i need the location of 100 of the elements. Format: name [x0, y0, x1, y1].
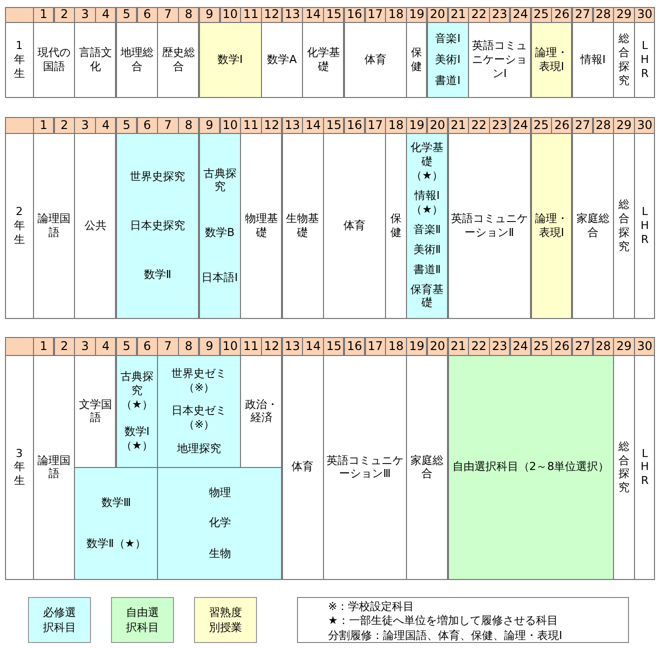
period-number: 9: [206, 118, 214, 133]
period-number: 26: [554, 338, 570, 354]
period-number: 16: [346, 118, 362, 133]
period-number: 8: [184, 338, 193, 354]
period-number: 26: [554, 118, 570, 133]
period-number: 27: [574, 338, 590, 354]
subject-name: 生物: [208, 546, 231, 561]
subject-name: 政治・経済: [244, 398, 279, 425]
subject-name: 物理基礎: [244, 212, 279, 240]
subject-name: 数学Ⅰ: [218, 52, 243, 67]
subject-name: 論理・表現Ⅰ: [534, 212, 569, 240]
period-number: 7: [164, 338, 172, 354]
subject-name: LHR: [640, 446, 650, 488]
grade-label: 2年生: [14, 205, 25, 246]
period-number: 28: [596, 7, 611, 22]
period-number: 1: [40, 7, 48, 22]
period-number: 14: [305, 7, 321, 22]
subject-name: 地理総合: [119, 46, 154, 74]
period-number: 20: [430, 7, 446, 22]
period-number: 23: [492, 7, 508, 22]
period-number: 12: [264, 338, 280, 354]
subject-name: 美術Ⅱ: [413, 242, 441, 256]
period-number: 5: [122, 7, 130, 22]
subject-name: LHR: [640, 205, 650, 246]
period-number: 2: [60, 338, 68, 354]
period-number: 12: [264, 7, 280, 22]
grade-label: 1年生: [14, 39, 25, 80]
period-number: 21: [450, 7, 466, 22]
period-number: 13: [284, 7, 300, 22]
subject-name: 情報Ⅰ: [580, 52, 606, 67]
subject-name: 論理国語: [36, 212, 72, 240]
period-number: 27: [574, 7, 590, 22]
period-number: 20: [430, 338, 446, 354]
period-number: 28: [596, 118, 611, 133]
subject-name: 総合探究: [618, 198, 630, 254]
subject-name: 数学Ⅱ: [144, 268, 172, 282]
period-number: 4: [102, 338, 110, 354]
period-number: 6: [143, 118, 152, 133]
subject-name: 書道Ⅰ: [435, 74, 460, 88]
subject-name: 古典探究: [202, 166, 238, 194]
period-number: 2: [60, 118, 68, 133]
period-number: 6: [143, 338, 152, 354]
period-number: 19: [409, 338, 424, 354]
subject-name: 保育基礎: [410, 282, 445, 310]
period-number: 20: [430, 118, 446, 133]
period-number: 30: [637, 338, 652, 354]
period-number: 29: [616, 7, 632, 22]
subject-name: 日本語Ⅰ: [202, 271, 238, 285]
period-number: 26: [554, 7, 570, 22]
subject-name: 日本史ゼミ（※）: [170, 404, 228, 432]
period-number: 15: [326, 338, 342, 354]
period-number: 25: [533, 7, 549, 22]
subject-name: 家庭総合: [575, 212, 610, 240]
subject-name: 音楽Ⅱ: [413, 222, 441, 236]
period-number: 11: [243, 118, 259, 133]
period-number: 7: [164, 118, 172, 133]
period-number: 4: [102, 7, 110, 22]
period-number: 22: [471, 338, 487, 354]
subject-name: LHR: [640, 39, 650, 80]
subject-name: 公共: [84, 218, 106, 233]
subject-name: 体育: [364, 52, 386, 67]
subject-name: 日本史探究: [130, 218, 186, 233]
subject-name: 総合探究: [618, 440, 630, 495]
period-number: 19: [409, 7, 424, 22]
period-number: 29: [616, 118, 632, 133]
period-number: 24: [512, 7, 528, 22]
subject-name: 英語コミュニケーションⅡ: [450, 212, 529, 240]
period-number: 30: [637, 7, 652, 22]
period-number: 1: [40, 118, 48, 133]
period-number: 2: [60, 7, 68, 22]
period-number: 6: [143, 7, 152, 22]
subject-name: 化学基礎: [306, 46, 341, 74]
period-number: 28: [596, 338, 611, 354]
period-number: 21: [450, 118, 466, 133]
period-number: 10: [222, 118, 238, 133]
period-number: 22: [471, 118, 487, 133]
period-number: 30: [637, 118, 652, 133]
period-number: 5: [122, 118, 130, 133]
note-text: ★：一部生徒へ単位を増加して履修させる科目: [328, 614, 559, 629]
subject-name: 数学Ⅱ（★）: [86, 536, 146, 550]
period-number: 15: [326, 7, 342, 22]
subject-name: 論理国語: [36, 454, 72, 481]
period-number: 17: [368, 118, 383, 133]
period-number: 4: [102, 118, 110, 133]
period-number: 25: [533, 118, 549, 133]
period-number: 10: [222, 7, 238, 22]
subject-name: 生物基礎: [285, 212, 320, 240]
subject-name: 化学基礎（★）: [410, 141, 445, 183]
subject-name: 現代の国語: [36, 46, 72, 74]
period-number: 8: [184, 7, 193, 22]
subject-name: 音楽Ⅰ: [435, 32, 460, 46]
period-number: 1: [40, 338, 48, 354]
period-number: 3: [81, 7, 89, 22]
period-number: 22: [471, 7, 487, 22]
subject-name: 世界史ゼミ（※）: [170, 366, 228, 394]
period-number: 16: [346, 338, 362, 354]
period-number: 14: [305, 338, 321, 354]
subject-name: 英語コミュニケーションⅠ: [471, 39, 528, 80]
period-number: 18: [388, 7, 404, 22]
period-number: 7: [164, 7, 172, 22]
